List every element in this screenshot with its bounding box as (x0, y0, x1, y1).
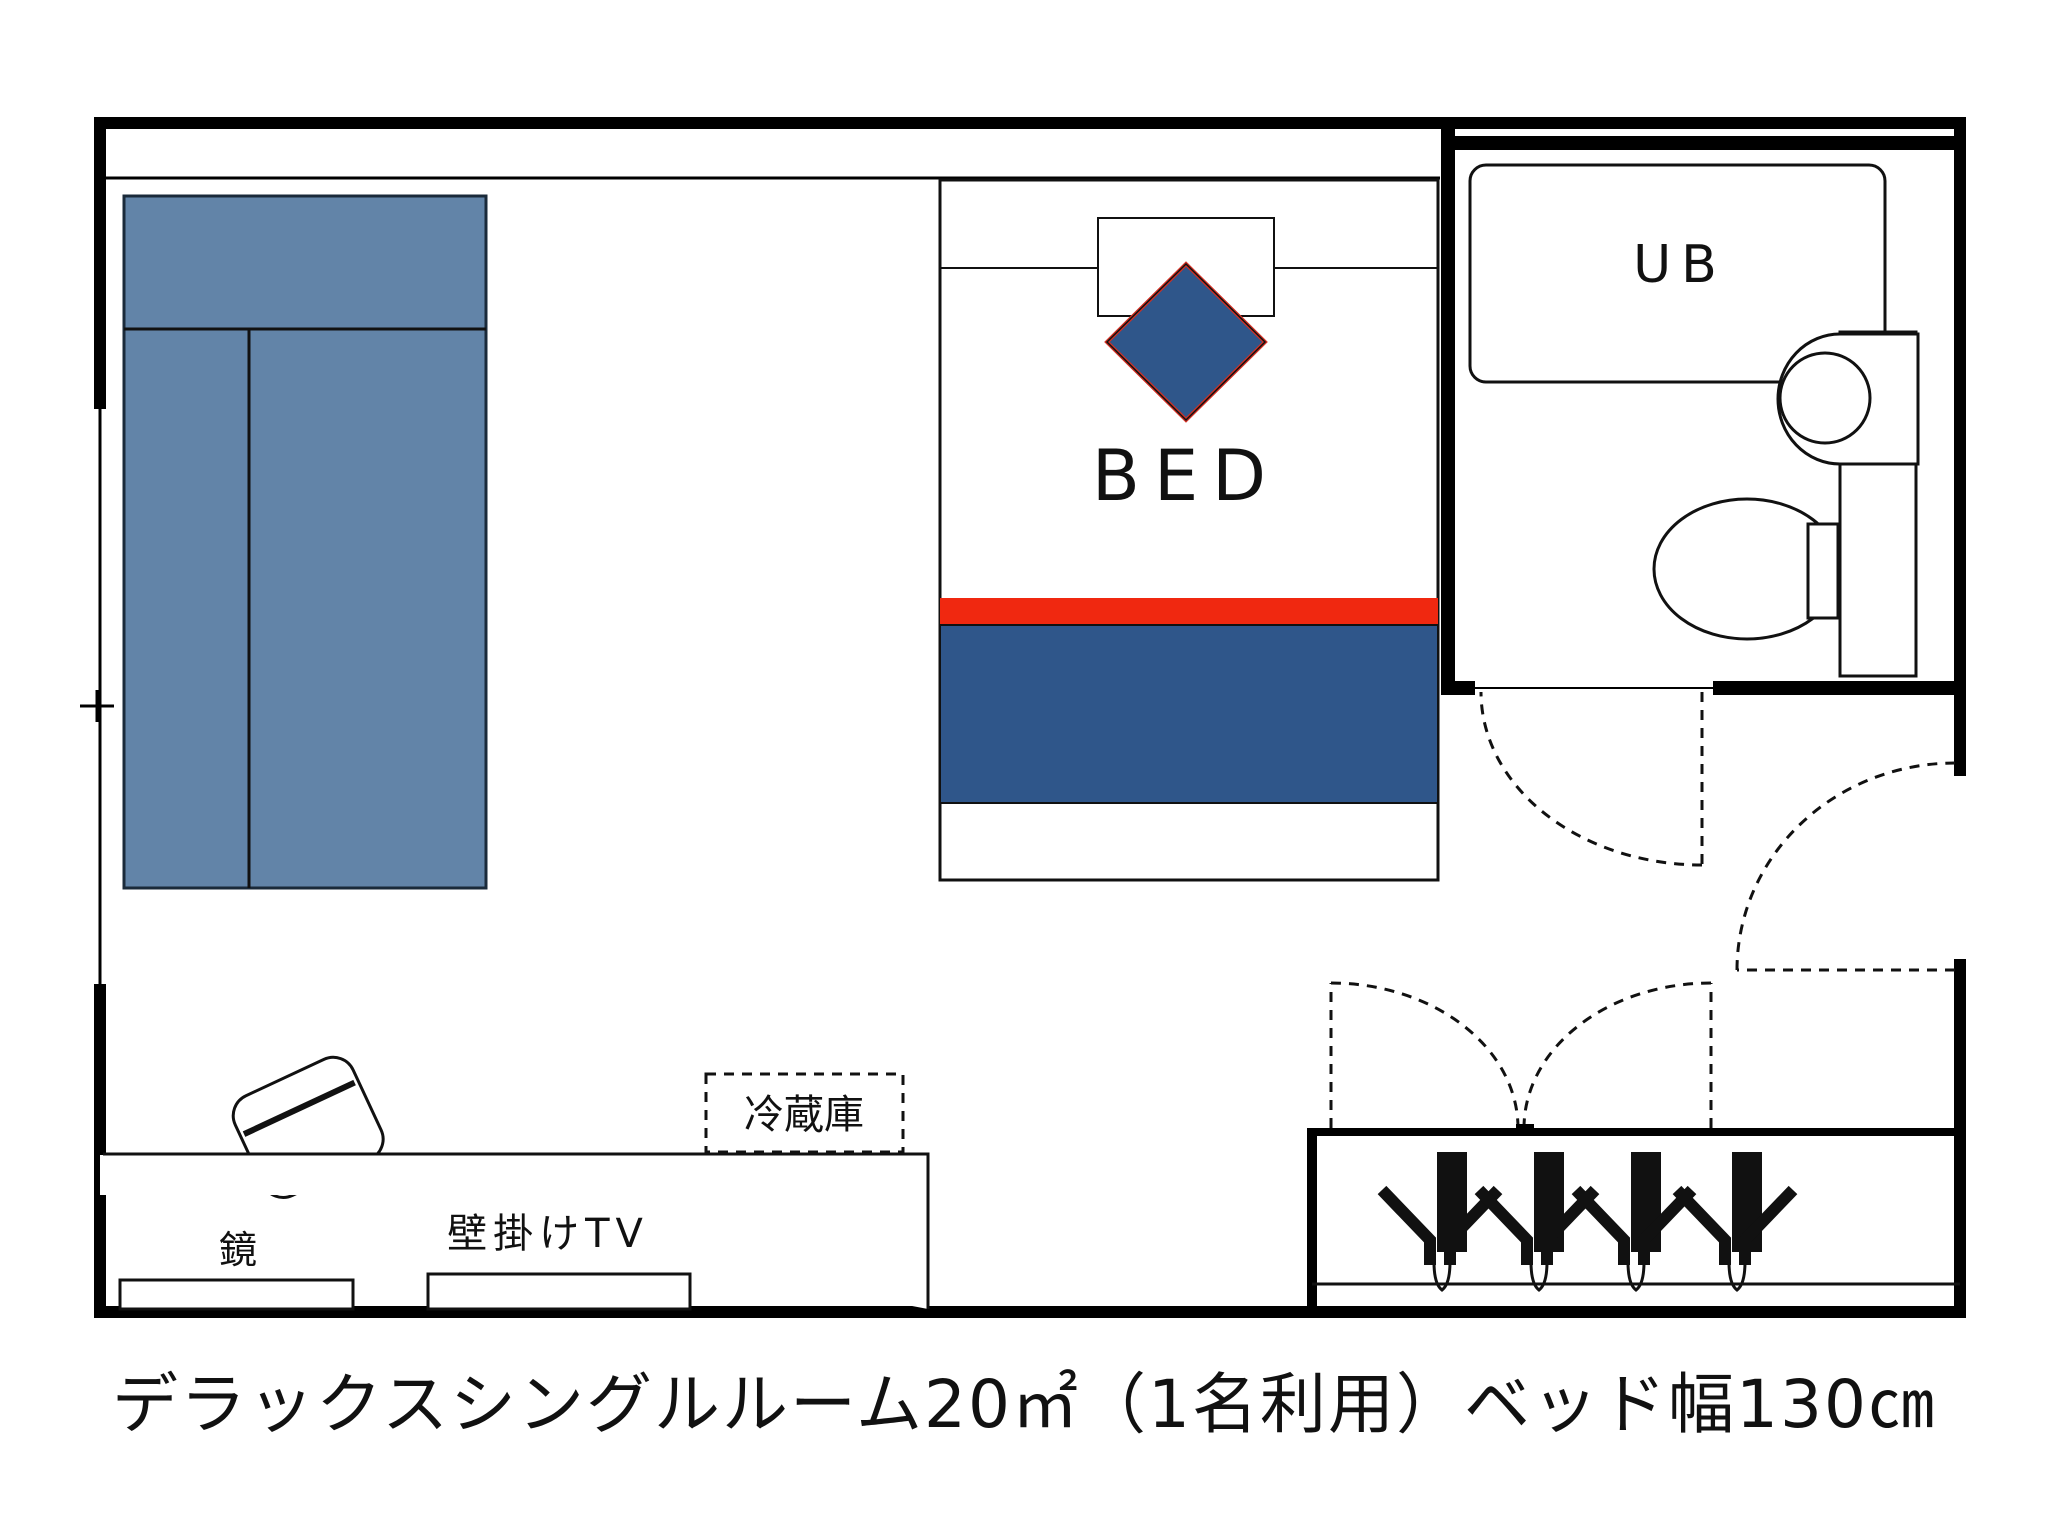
bed-label: BED (1092, 435, 1280, 517)
hanger-icon (1474, 1152, 1600, 1292)
bed: BED (938, 178, 1440, 882)
inner-thin-walls (80, 176, 1440, 990)
closet (1307, 1124, 1960, 1312)
refrigerator (704, 1072, 905, 1154)
toilet-tank (1806, 522, 1840, 620)
mirror (118, 1278, 355, 1311)
bed-stripe (940, 598, 1438, 625)
outer-walls (94, 117, 1966, 1318)
mirror-label: 鏡 (219, 1228, 257, 1272)
hanger-icon (1377, 1152, 1503, 1292)
sofa (122, 194, 488, 890)
room-caption: デラックスシングルルーム20㎡（1名利用）ベッド幅130㎝ (112, 1366, 1936, 1443)
sink-basin (1778, 351, 1872, 445)
hanger-icon (1672, 1152, 1798, 1292)
bathroom-walls (1441, 123, 1960, 695)
unit-bath-label: UB (1633, 235, 1727, 295)
bed-blanket (939, 624, 1439, 804)
unit-bath (1468, 163, 1920, 678)
toilet-bowl (1652, 497, 1842, 641)
hangers (1377, 1152, 1798, 1292)
wall-tv (426, 1272, 692, 1311)
hanger-icon (1571, 1152, 1697, 1292)
wall-tv-label: 壁掛けTV (447, 1211, 649, 1257)
door-swings (704, 691, 1956, 1154)
refrigerator-label: 冷蔵庫 (744, 1092, 864, 1138)
